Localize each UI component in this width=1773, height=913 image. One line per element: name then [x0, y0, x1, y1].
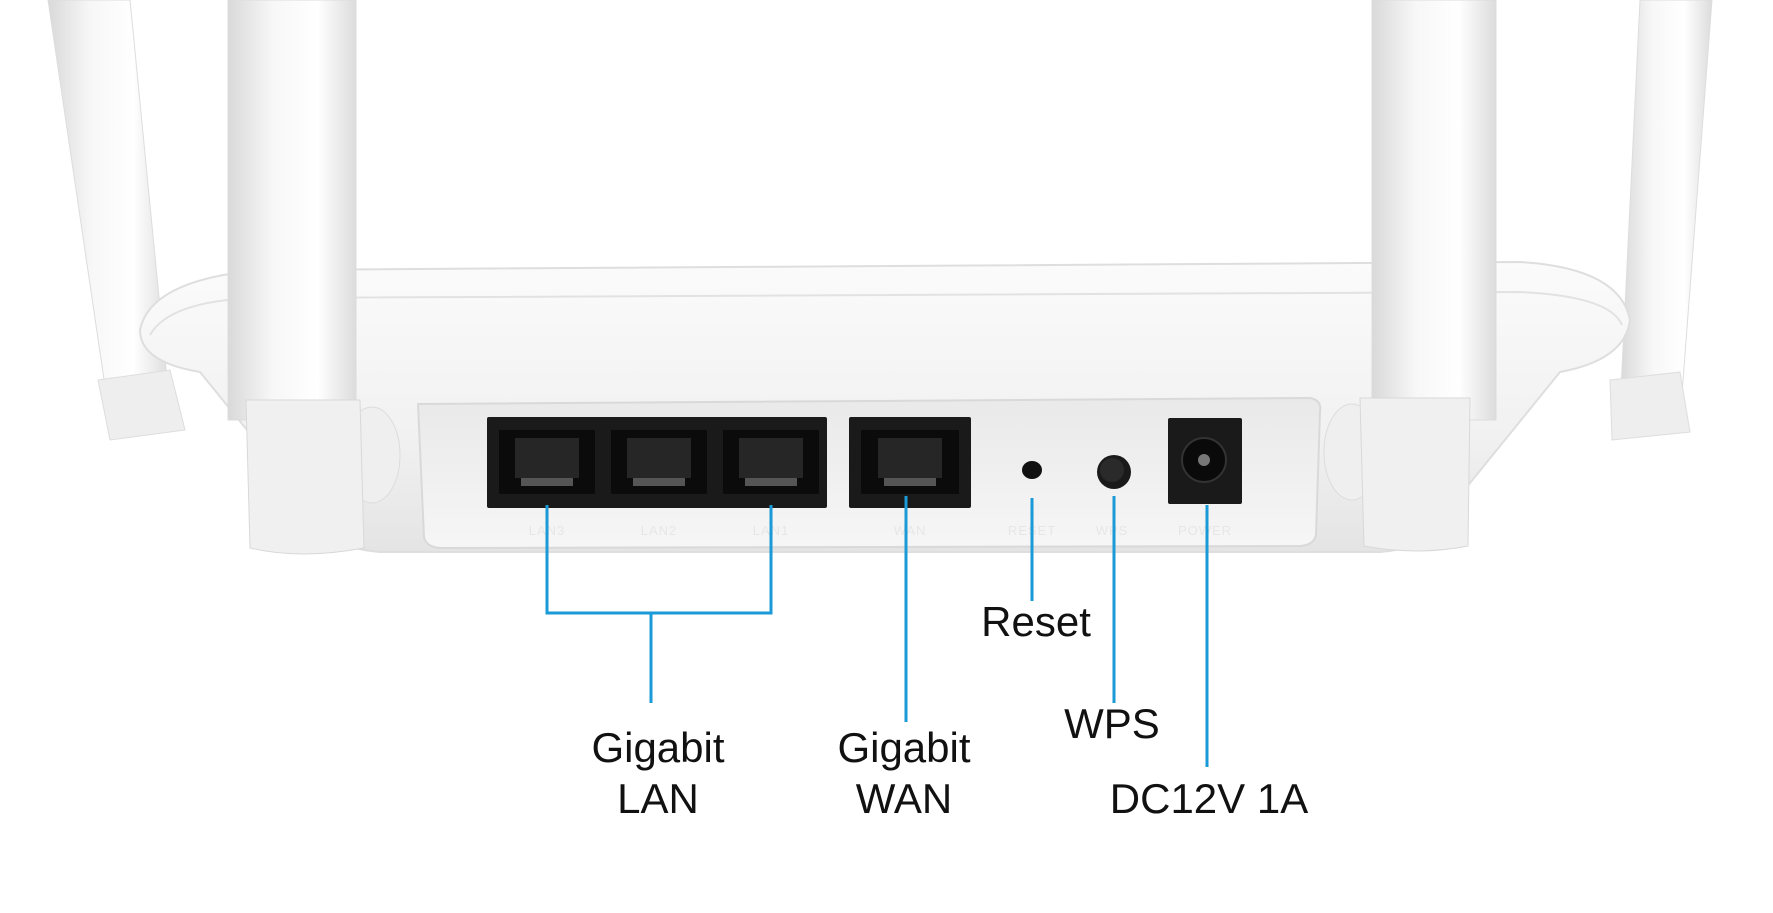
leader-lan	[545, 505, 773, 703]
print-power: POWER	[1178, 523, 1232, 538]
leader-lines	[545, 496, 1209, 767]
callout-labels: Gigabit LAN Gigabit WAN Reset WPS DC12V …	[591, 598, 1308, 822]
callout-lan-line2: LAN	[617, 775, 699, 822]
port-lan2	[611, 430, 707, 494]
antenna-back-right	[1609, 0, 1713, 441]
callout-wan-line1: Gigabit	[837, 724, 970, 771]
port-lan1	[723, 430, 819, 494]
callout-reset: Reset	[981, 598, 1091, 645]
wps-button	[1097, 455, 1131, 489]
callout-wps: WPS	[1064, 700, 1160, 747]
antenna-front-left	[227, 0, 365, 555]
power-jack	[1168, 418, 1242, 504]
port-lan3	[499, 430, 595, 494]
print-wan: WAN	[894, 523, 927, 538]
port-wan	[849, 417, 971, 508]
callout-lan-line1: Gigabit	[591, 724, 724, 771]
lan-port-block	[487, 417, 827, 508]
print-wps: WPS	[1096, 523, 1129, 538]
callout-power: DC12V 1A	[1110, 775, 1308, 822]
antenna-back-left	[47, 0, 186, 441]
reset-pinhole	[1022, 461, 1042, 479]
callout-wan-line2: WAN	[856, 775, 952, 822]
print-lan2: LAN2	[641, 523, 678, 538]
antenna-front-right	[1359, 0, 1497, 552]
